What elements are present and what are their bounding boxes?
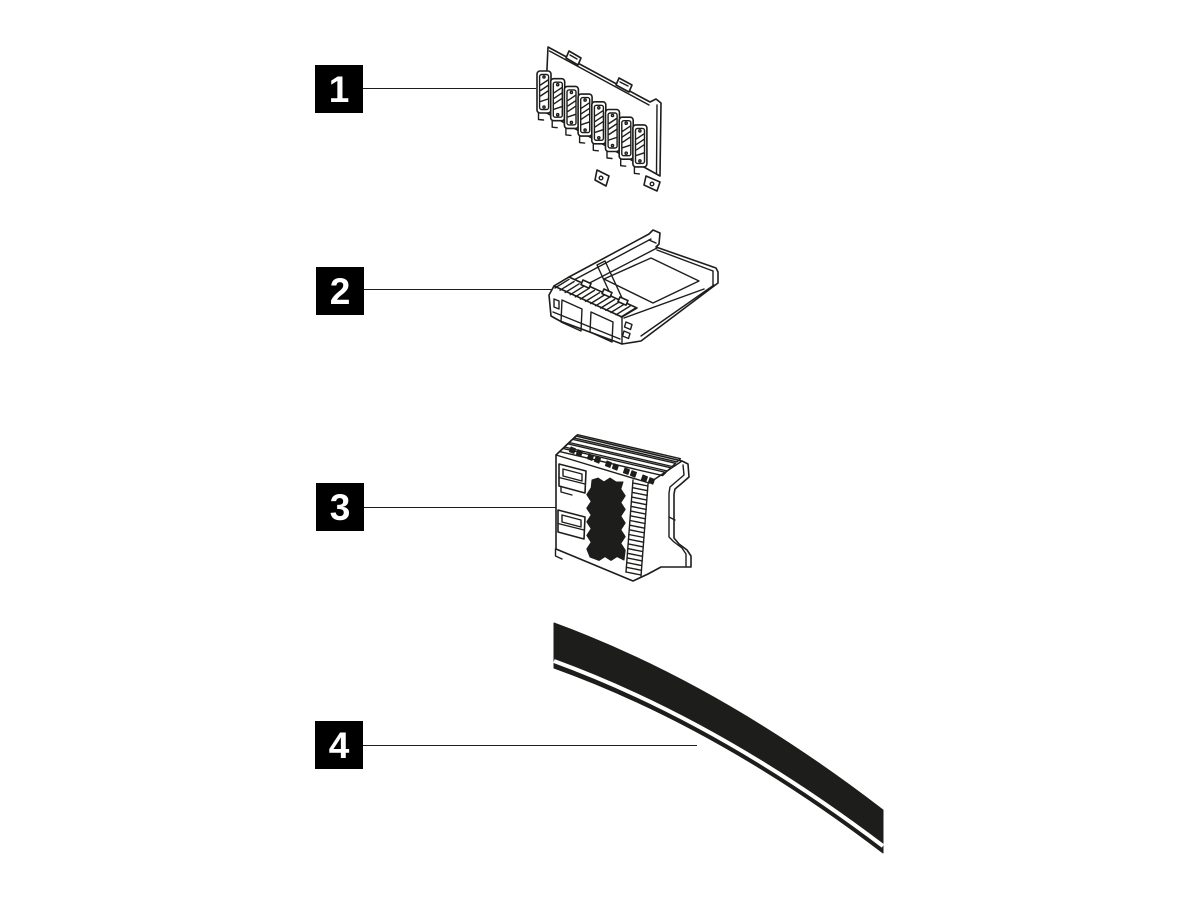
callout-2: 2 <box>316 267 364 315</box>
connector-latches <box>557 463 587 540</box>
drive-backplane-illustration <box>536 46 662 192</box>
connector-top-ticks <box>568 446 655 485</box>
drive-tray-filler-illustration <box>548 229 719 345</box>
callout-1-leader-line <box>363 88 536 89</box>
connector-contact-strip <box>625 482 649 576</box>
callout-2-leader-line <box>364 289 552 290</box>
callout-4: 4 <box>315 721 363 769</box>
connector-top-grooves <box>558 434 682 477</box>
backplane-connector-slots <box>536 70 648 175</box>
cable-highlight-stripe <box>553 659 885 848</box>
connector-label-patch <box>586 477 626 561</box>
callout-3: 3 <box>316 483 364 531</box>
cable-connector-illustration <box>554 434 692 582</box>
callout-1: 1 <box>315 65 363 113</box>
tray-front-bezel <box>553 276 638 343</box>
backplane-mounting-feet <box>594 169 661 192</box>
callout-3-leader-line <box>364 507 557 508</box>
callout-4-leader-line <box>363 745 697 746</box>
flat-cable-illustration <box>553 622 885 854</box>
